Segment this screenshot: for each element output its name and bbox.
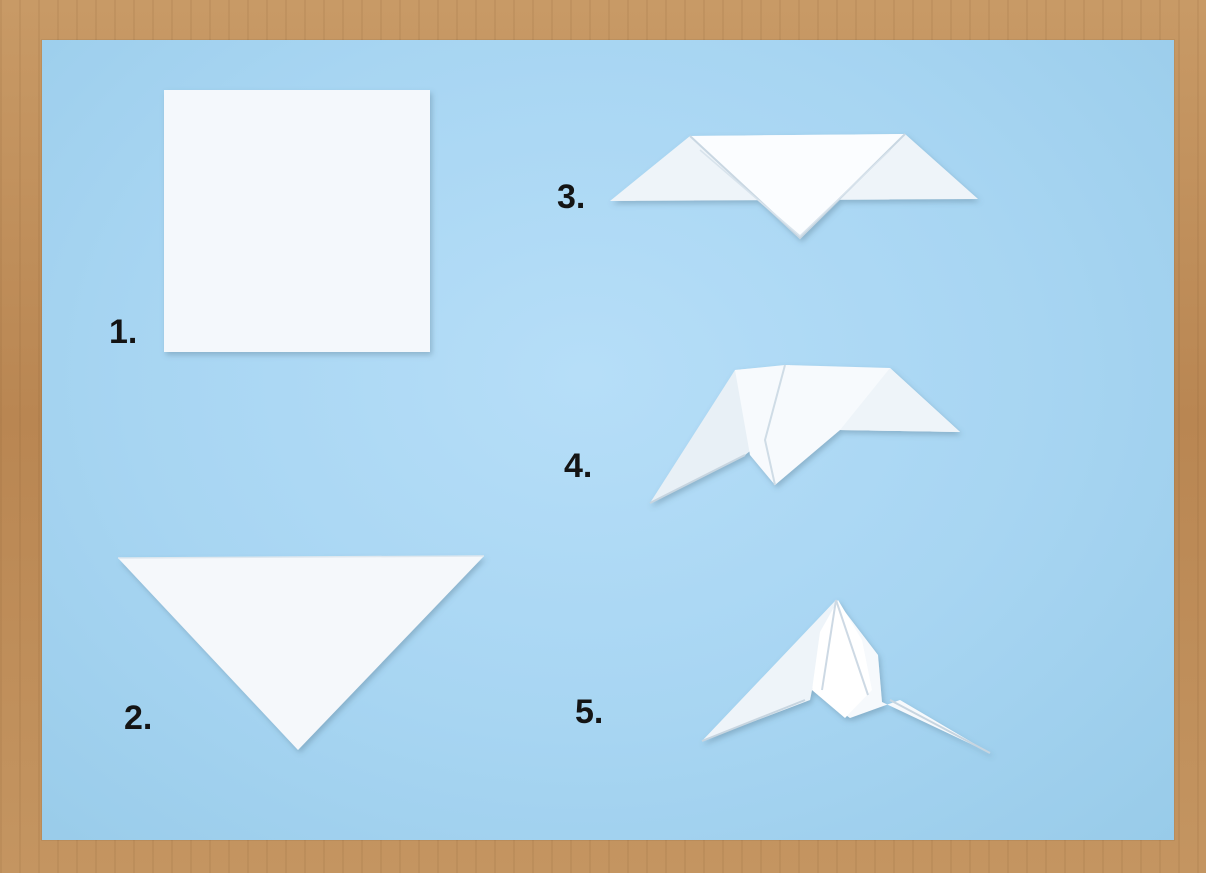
step-1-label: 1. xyxy=(109,315,137,349)
step-4-folded-shape xyxy=(650,365,960,503)
step-5-final-shape xyxy=(702,600,990,753)
step-5-label: 5. xyxy=(575,695,603,729)
step-3-label: 3. xyxy=(557,180,585,214)
step-2-triangle-fold xyxy=(118,556,484,750)
step-1-square-paper xyxy=(164,90,430,352)
step-2-label: 2. xyxy=(124,701,152,735)
step-3-folded-shape xyxy=(610,134,978,238)
step-4-label: 4. xyxy=(564,449,592,483)
